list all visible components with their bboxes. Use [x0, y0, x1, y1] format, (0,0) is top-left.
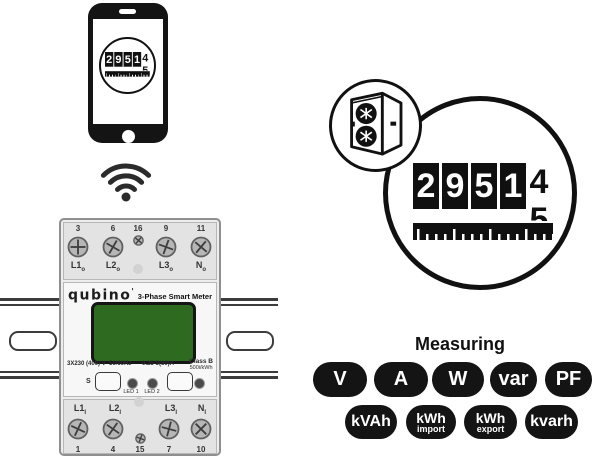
terminal-label: NI — [197, 403, 207, 416]
phone-screen: 2 9 5 1 4 5 — [93, 19, 163, 124]
analog-counter-mini: 2 9 5 1 4 5 — [104, 52, 150, 77]
smartphone-icon: 2 9 5 1 4 5 — [88, 3, 168, 143]
counter-rolling-digit: 4 5 — [529, 163, 549, 221]
rivet-dot — [134, 397, 144, 407]
badge-kvarh: kvarh — [525, 405, 578, 439]
terminal-label: L3o — [158, 260, 174, 273]
terminal-number: 10 — [196, 445, 206, 454]
screw-terminal-icon — [155, 236, 177, 258]
ruler-scale-icon — [104, 71, 150, 77]
spec-impulse: 500i/kWh — [189, 365, 213, 371]
product-name: 3-Phase Smart Meter — [137, 292, 212, 301]
screw-terminal-icon — [67, 236, 89, 258]
qubino-logo: qubino' — [68, 287, 136, 304]
led2-label: LED 2 — [144, 389, 160, 395]
terminal-number: 1 — [75, 445, 81, 454]
screw-terminal-icon — [158, 418, 180, 440]
terminal-label: L1I — [73, 403, 87, 416]
ruler-scale-icon — [413, 223, 553, 240]
din-rail-slot — [226, 331, 274, 351]
terminal-label: No — [195, 260, 207, 273]
rivet-dot — [133, 264, 143, 274]
terminal-block-top: 3 6 16 9 11 — [63, 222, 217, 280]
meter-front-panel: qubino' 3-Phase Smart Meter 3X230 (400) … — [63, 282, 217, 397]
measuring-title: Measuring — [414, 334, 506, 354]
lcd-display — [91, 302, 196, 364]
terminal-number: 11 — [196, 224, 206, 233]
heat-pump-circle — [329, 79, 422, 172]
badge-amp: A — [374, 362, 428, 397]
terminal-number: 9 — [163, 224, 169, 233]
din-rail-slot — [9, 331, 57, 351]
led2-indicator — [146, 377, 158, 389]
terminal-label: L2I — [108, 403, 122, 416]
led1-indicator — [126, 377, 138, 389]
spec-current: 0.25-5(80)A — [142, 361, 175, 367]
counter-digit: 9 — [113, 52, 123, 67]
terminal-label: L2o — [105, 260, 121, 273]
terminal-number: 6 — [110, 224, 116, 233]
terminal-number: 7 — [166, 445, 172, 454]
counter-digit: 5 — [123, 52, 132, 67]
analog-counter: 2 9 5 1 4 5 — [413, 163, 553, 240]
impulse-led-indicator — [193, 377, 205, 389]
screw-terminal-icon — [190, 418, 212, 440]
terminal-label: L1o — [70, 260, 86, 273]
meter-reading-circle: 2 9 5 1 4 5 — [99, 37, 156, 94]
s-button-label: S — [86, 378, 91, 385]
terminal-label: L3I — [164, 403, 178, 416]
counter-digit: 9 — [442, 163, 468, 209]
spec-voltage: 3X230 (400) V — [67, 361, 106, 367]
counter-digit: 2 — [104, 52, 113, 67]
phone-speaker-icon — [119, 9, 136, 14]
screw-terminal-icon — [67, 418, 89, 440]
counter-digit: 1 — [132, 52, 141, 67]
badge-volt: V — [313, 362, 367, 397]
counter-digit: 1 — [500, 163, 526, 209]
smart-meter-device: 3 6 16 9 11 — [59, 218, 221, 456]
badge-pf: PF — [545, 362, 592, 397]
led1-label: LED 1 — [123, 389, 139, 395]
counter-rolling-digit: 4 5 — [141, 52, 149, 71]
terminal-number: 3 — [75, 224, 81, 233]
phone-home-button-icon — [121, 129, 135, 143]
counter-digit: 5 — [471, 163, 497, 209]
terminal-block-bottom: L1I L2I L3I NI — [63, 397, 217, 454]
screw-terminal-icon-small — [132, 234, 144, 246]
terminal-number: 4 — [110, 445, 116, 454]
meter-button-2 — [167, 372, 193, 391]
screw-terminal-icon — [190, 236, 212, 258]
screw-terminal-icon-small — [134, 432, 146, 444]
screw-terminal-icon — [102, 236, 124, 258]
badge-watt: W — [432, 362, 484, 397]
meter-button-s — [95, 372, 121, 391]
badge-var: var — [490, 362, 537, 397]
terminal-number: 16 — [133, 224, 143, 233]
counter-digit: 2 — [413, 163, 439, 209]
screw-terminal-icon — [102, 418, 124, 440]
wifi-icon — [100, 163, 152, 202]
badge-kvah: kVAh — [345, 405, 397, 439]
spec-frequency: 50/60Hz — [109, 361, 132, 367]
terminal-number: 15 — [135, 445, 145, 454]
spec-class: Class B 500i/kWh — [189, 358, 213, 371]
heat-pump-icon — [350, 91, 403, 156]
